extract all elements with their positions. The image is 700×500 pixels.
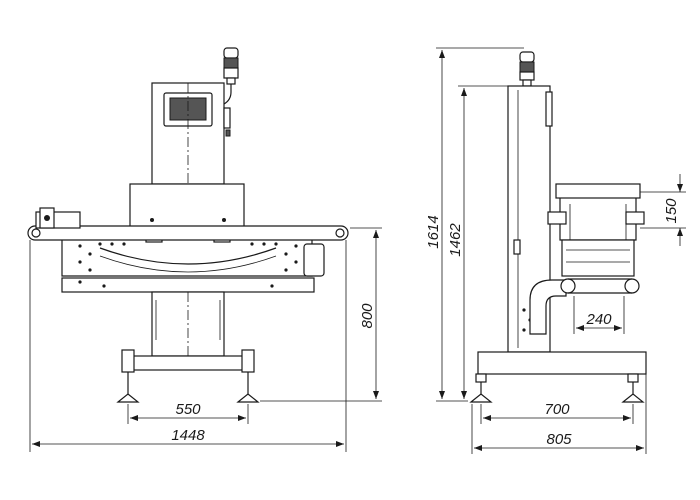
dim-belt-height: 800 xyxy=(260,227,382,402)
dim-width-front: 1448 xyxy=(29,240,347,452)
base-side xyxy=(469,351,647,403)
dim-label-1614: 1614 xyxy=(425,215,442,248)
dim-column-height: 1462 xyxy=(447,85,508,399)
dim-base-width: 805 xyxy=(471,374,647,454)
dim-chute-width: 240 xyxy=(573,296,625,334)
control-cabinet xyxy=(151,82,231,185)
dim-total-height: 1614 xyxy=(425,47,524,402)
dim-label-150: 150 xyxy=(663,198,680,224)
side-view: 1614 1462 150 240 700 xyxy=(425,47,686,454)
dim-guide-height: 150 xyxy=(640,174,686,246)
weigh-frame xyxy=(129,183,245,229)
base-front xyxy=(116,349,260,403)
belt-holes-right xyxy=(250,242,298,288)
dim-label-1462: 1462 xyxy=(447,223,464,257)
belt-holes-left xyxy=(78,242,126,288)
dim-label-550: 550 xyxy=(175,401,201,418)
conveyor-arm-side xyxy=(529,279,567,335)
dim-leg-span-side: 700 xyxy=(480,401,634,424)
dim-label-240: 240 xyxy=(585,311,612,328)
guide-hopper xyxy=(547,183,645,294)
dim-label-1448: 1448 xyxy=(171,427,205,444)
dim-label-800: 800 xyxy=(359,303,376,329)
dim-label-805: 805 xyxy=(546,431,572,448)
column-front xyxy=(151,291,225,357)
conveyor-belt-front xyxy=(27,207,349,293)
signal-light-front xyxy=(223,47,239,105)
dim-leg-span-front: 550 xyxy=(127,401,249,424)
signal-light-side xyxy=(519,51,535,87)
dim-label-700: 700 xyxy=(544,401,570,418)
front-view: 800 550 1448 xyxy=(27,47,382,452)
